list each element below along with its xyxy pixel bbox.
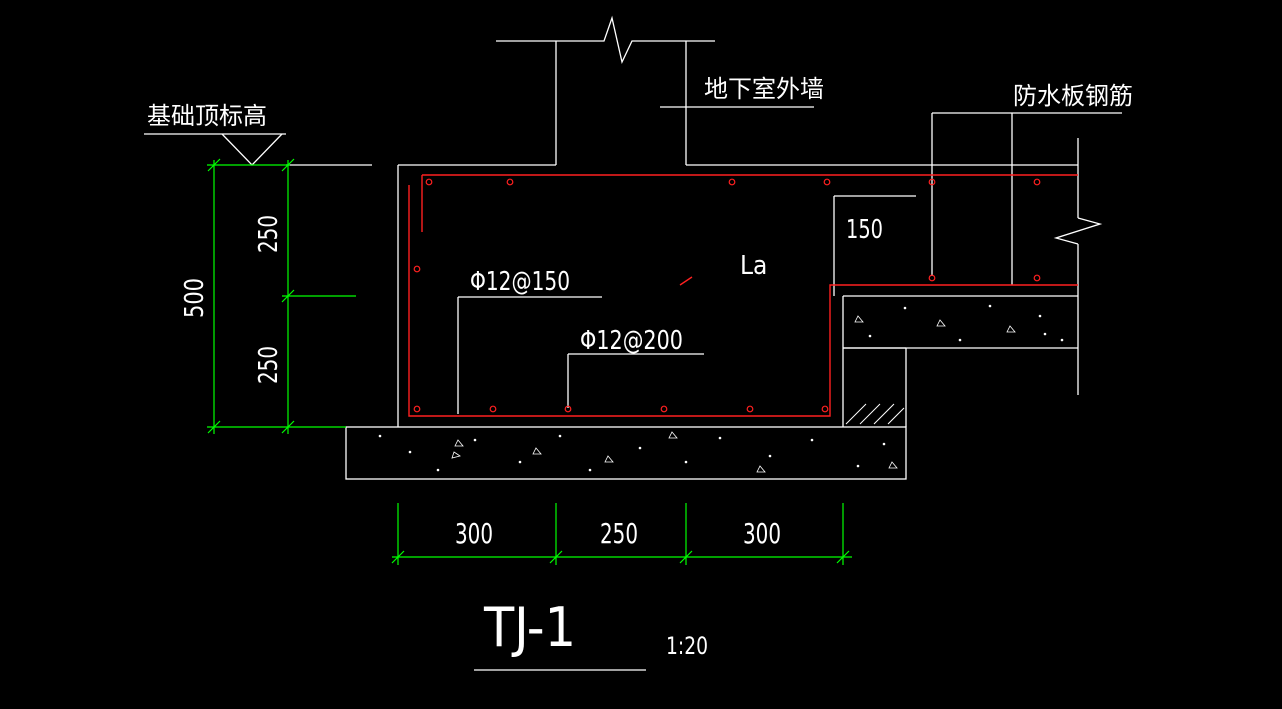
- rebar-150-label: Φ12@150: [470, 267, 570, 297]
- soil-hatch: [845, 403, 905, 425]
- rebar-la-marker: [679, 276, 693, 286]
- dim-width-mid: 250: [600, 517, 638, 550]
- basement-wall-label: 地下室外墙: [704, 75, 824, 103]
- anchorage-label: La: [740, 251, 767, 281]
- elevation-triangle: [221, 133, 283, 166]
- dim-width-right: 300: [743, 517, 781, 550]
- rebar-loop: [408, 185, 1078, 417]
- dim-upper-height: 250: [254, 215, 284, 253]
- dim-width-left: 300: [455, 517, 493, 550]
- blinding-layer: [345, 426, 907, 480]
- dimension-lines: [207, 158, 852, 565]
- wall-break-line: [496, 15, 715, 64]
- structure-outline: [144, 15, 1122, 671]
- rebar-dots: [413, 178, 1041, 413]
- waterproof-rebar-label: 防水板钢筋: [1013, 82, 1133, 110]
- drawing-scale: 1:20: [666, 632, 708, 660]
- dim-lower-height: 250: [254, 346, 284, 384]
- rebar: [408, 174, 1078, 417]
- offset-150-label: 150: [846, 215, 883, 245]
- right-break-symbol: [1053, 217, 1103, 245]
- concrete-texture: [378, 304, 1064, 473]
- foundation-top-label: 基础顶标高: [147, 102, 267, 130]
- drawing-title: TJ-1: [483, 596, 576, 659]
- dim-total-height: 500: [180, 278, 210, 318]
- rebar-200-label: Φ12@200: [580, 326, 683, 356]
